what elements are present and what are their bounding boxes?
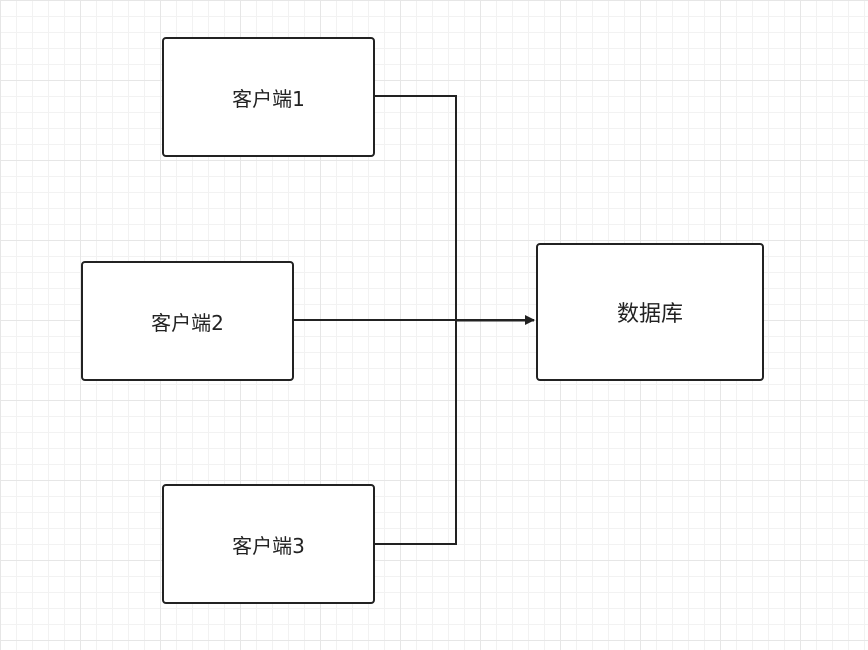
client1-label: 客户端1 [232, 86, 305, 111]
client3-label: 客户端3 [232, 533, 305, 558]
database-label: 数据库 [616, 302, 683, 327]
edge-client3-to-database[interactable] [375, 320, 457, 545]
client2-node[interactable]: 客户端2 [81, 261, 294, 381]
edge-client1-to-database[interactable] [375, 95, 457, 320]
client3-node[interactable]: 客户端3 [162, 484, 375, 604]
client1-node[interactable]: 客户端1 [162, 37, 375, 157]
client2-label: 客户端2 [151, 310, 224, 335]
database-node[interactable]: 数据库 [536, 243, 764, 381]
